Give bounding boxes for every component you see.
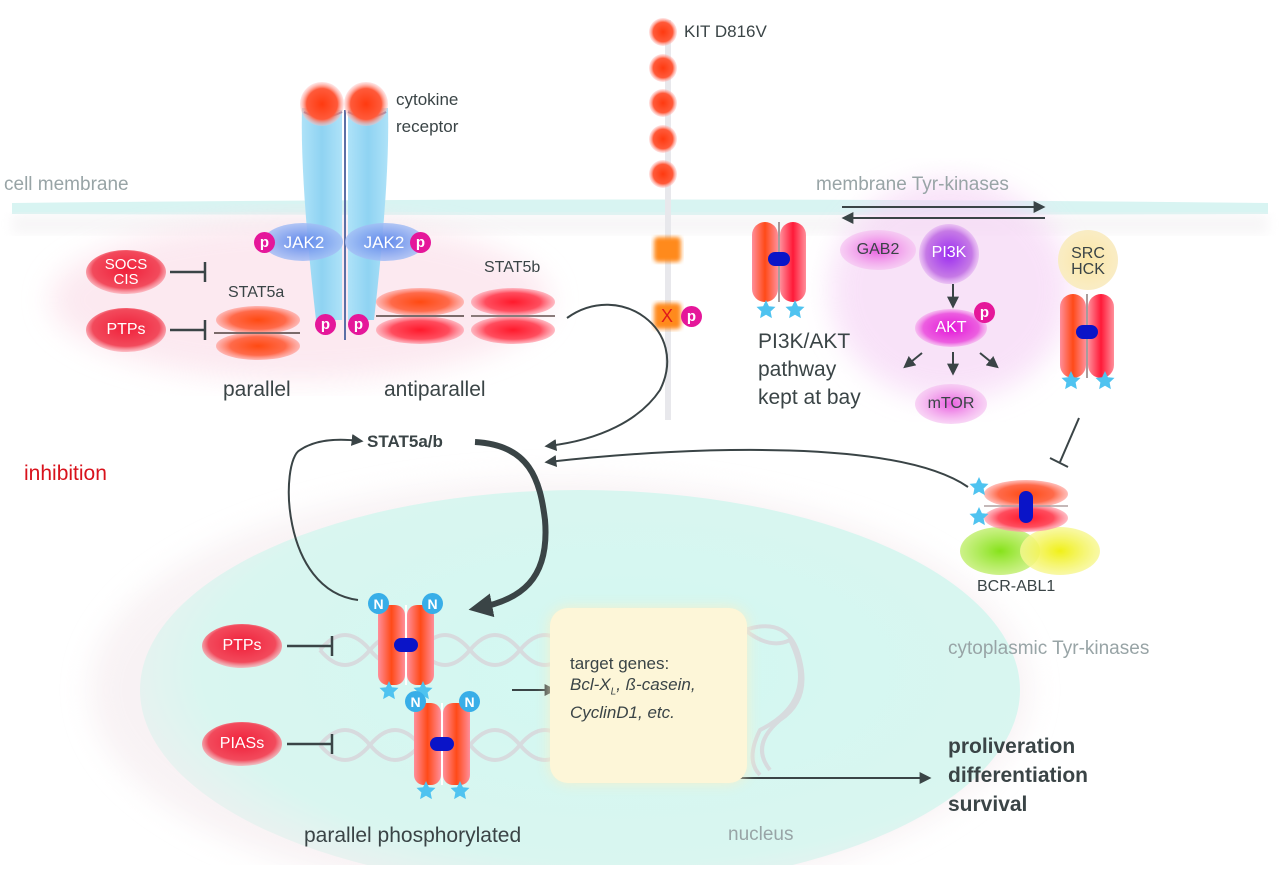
mtor-blob <box>915 384 987 424</box>
cis-label: CIS <box>113 271 139 288</box>
phospho-tag-jak2-left: p <box>254 232 275 253</box>
piass-label: PIASs <box>219 735 265 752</box>
dna-loop-right <box>743 624 805 777</box>
n-terminal-tag: N <box>405 691 426 712</box>
socs-label: SOCS <box>104 256 148 273</box>
gene-cyclind1: CyclinD1, etc. <box>570 703 675 723</box>
antiparallel-label: antiparallel <box>384 378 486 401</box>
ligand-ball <box>344 82 388 126</box>
phospho-tag-akt: p <box>974 302 995 323</box>
stat5a-parallel-dimer <box>214 306 300 360</box>
hck-label: HCK <box>1071 261 1105 278</box>
pi3k-label: PI3K <box>931 244 967 261</box>
n-terminal-tag: N <box>422 593 443 614</box>
outcome-list: proliveration differentiation survival <box>948 732 1088 819</box>
bcr-abl1-complex <box>960 477 1100 575</box>
n-terminal-tag: N <box>459 691 480 712</box>
jak2-right <box>345 223 425 261</box>
kit-mutation-mark: X <box>660 306 673 326</box>
bcr-abl1-label: BCR-ABL1 <box>977 578 1056 595</box>
phospho-tag-kit: p <box>681 306 702 327</box>
ptps-nucleus-blob <box>202 624 282 668</box>
cytokine-receptor-label-line1: cytokine <box>396 90 459 109</box>
stat5b-dimer <box>471 288 555 344</box>
cycle-arrow-thick <box>468 439 549 618</box>
cell-membrane-label: cell membrane <box>4 174 129 195</box>
gene-bclxl: Bcl-X <box>570 675 611 694</box>
membrane-tyr-kinases-label: membrane Tyr-kinases <box>816 174 1009 195</box>
ptps-top-blob <box>86 308 166 352</box>
src-hck-label: SRC HCK <box>1060 244 1116 280</box>
socs-cis-label: SOCS CIS <box>90 256 162 288</box>
akt-arrow-left <box>903 352 923 369</box>
src-hck-blob <box>1058 230 1118 290</box>
pi3k-akt-label-line2: pathway <box>758 358 837 381</box>
akt-arrow-right <box>979 352 999 369</box>
parallel-label: parallel <box>223 378 291 401</box>
kit-d816v-label: KIT D816V <box>684 22 767 41</box>
outcome-proliferation: proliveration <box>948 735 1076 758</box>
inhibition-label: inhibition <box>24 462 107 485</box>
inhibition-bar <box>170 262 207 340</box>
jak2-left-label: JAK2 <box>283 232 325 252</box>
cytokine-receptor-label-line2: receptor <box>396 117 459 136</box>
phospho-tag-jak2-right: p <box>410 232 431 253</box>
stat5b-to-stat5ab-arrow <box>544 303 668 451</box>
akt-blob <box>915 309 987 347</box>
ptps-nucleus-label: PTPs <box>222 637 262 654</box>
gene-beta-casein: ß-casein, <box>625 675 696 694</box>
stat5-nuclear-dimer-top <box>378 605 434 700</box>
src-to-bcr-abl-inhibition <box>1049 417 1080 468</box>
jak2-right-label: JAK2 <box>363 232 405 252</box>
phospho-tag-receptor-right: p <box>348 314 369 335</box>
ptps-top-label: PTPs <box>106 321 146 338</box>
stat5-antiparallel-dimer <box>376 288 464 344</box>
stat5ab-label: STAT5a/b <box>367 432 443 451</box>
src-label: SRC <box>1071 245 1105 262</box>
outcome-differentiation: differentiation <box>948 764 1088 787</box>
cytokine-receptor <box>300 82 389 340</box>
stat5-vertical-dimer-pi3k <box>752 222 806 319</box>
kit-d816v-receptor <box>649 18 681 420</box>
cycle-arrow-thin <box>287 434 364 601</box>
stat5-nuclear-dimer-bottom <box>414 703 470 800</box>
cytoplasmic-tyr-kinases-label: cytoplasmic Tyr-kinases <box>948 638 1150 659</box>
stat5a-label: STAT5a <box>228 284 285 301</box>
target-genes-title: target genes: <box>570 654 670 673</box>
nucleus-label: nucleus <box>728 824 794 845</box>
gene-bclxl-comma: , <box>616 675 621 694</box>
outcome-survival: survival <box>948 793 1028 816</box>
jak2-left <box>263 223 343 261</box>
target-genes-box: target genes: Bcl-XL, ß-casein, CyclinD1… <box>550 608 747 783</box>
nucleus-inhibition-bars <box>287 636 334 754</box>
pi3k-akt-label-line3: kept at bay <box>758 386 861 409</box>
parallel-phosphorylated-label: parallel phosphorylated <box>304 824 522 847</box>
piass-blob <box>202 722 282 766</box>
gab2-blob <box>840 230 916 270</box>
bcr-abl-to-stat5ab-arrow <box>544 448 969 488</box>
phospho-tag-receptor-left: p <box>315 314 336 335</box>
gene-bclxl-subscript: L <box>610 686 617 698</box>
stat5b-label: STAT5b <box>484 259 541 276</box>
akt-label: AKT <box>935 319 967 336</box>
pi3k-akt-label-line1: PI3K/AKT <box>758 330 851 353</box>
n-terminal-tag: N <box>368 593 389 614</box>
mtor-label: mTOR <box>927 395 975 412</box>
stat5-vertical-dimer-src <box>1060 294 1115 390</box>
pi3k-glow <box>830 180 1070 400</box>
pi3k-blob <box>919 224 979 284</box>
gab2-label: GAB2 <box>856 241 900 258</box>
ligand-ball <box>300 82 344 126</box>
dna-strand-top <box>318 633 572 667</box>
socs-cis-blob <box>86 250 166 294</box>
